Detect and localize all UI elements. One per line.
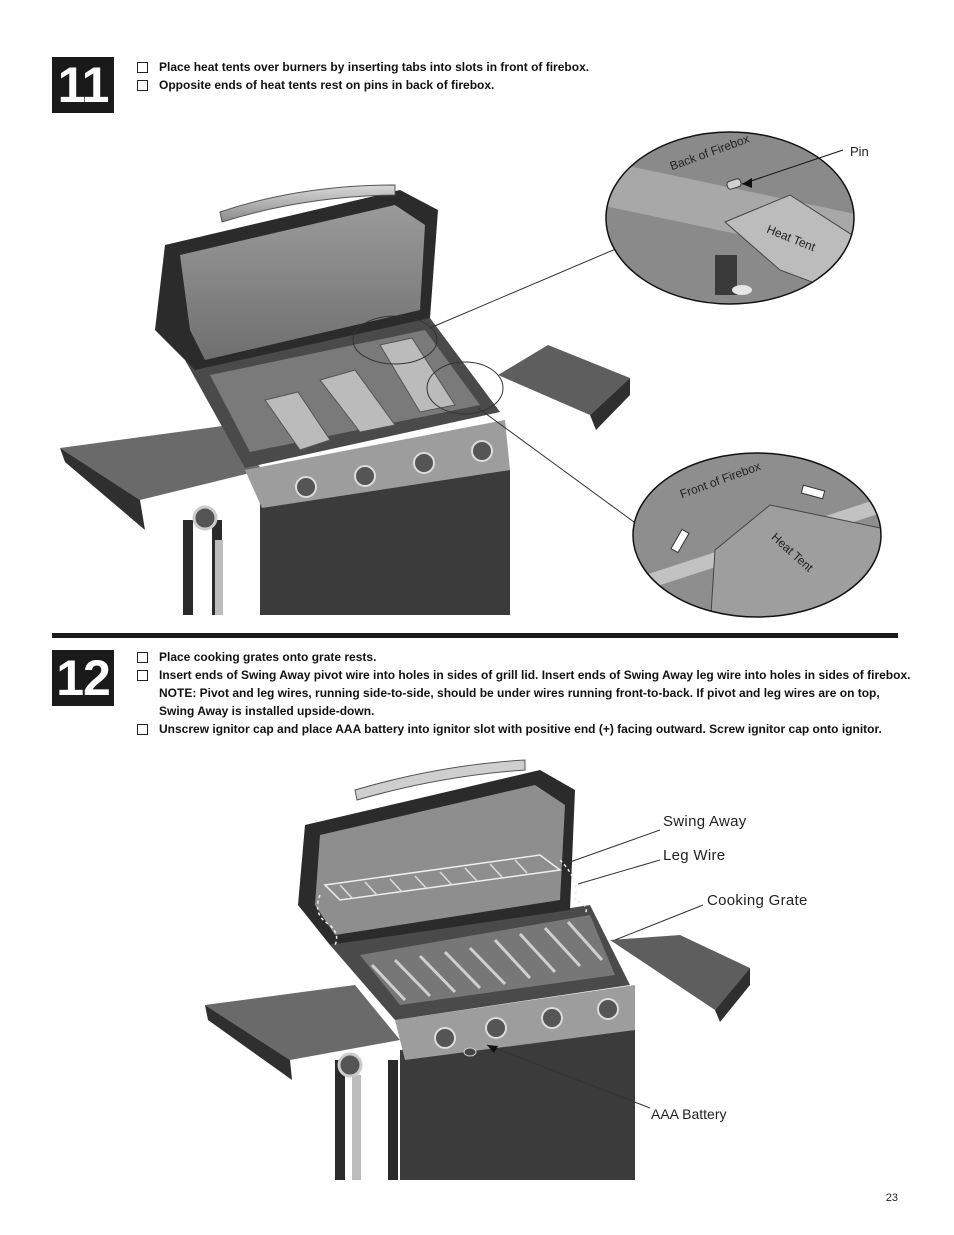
step-12-instructions: Place cooking grates onto grate rests. I… [137,648,917,738]
pin-label: Pin [850,144,869,159]
leg-wire-label: Leg Wire [663,847,726,864]
lid-handle-icon [354,759,526,801]
step-11-item-1[interactable]: Place heat tents over burners by inserti… [137,58,877,76]
checkbox-icon[interactable] [137,670,148,681]
lid-handle-icon [219,184,396,223]
section-divider [52,633,898,638]
checkbox-icon[interactable] [137,724,148,735]
checkbox-icon[interactable] [137,80,148,91]
step-12-note-1: NOTE: Pivot and leg wires, running side-… [159,686,880,700]
step-11-illustration [60,131,882,618]
step-12-item-1[interactable]: Place cooking grates onto grate rests. [137,648,917,666]
grill-cart-icon [400,1030,635,1180]
battery-slot-icon [463,1047,477,1057]
aaa-battery-label: AAA Battery [651,1106,727,1122]
swing-away-rack-icon [323,854,562,901]
step-12-item-2[interactable]: Insert ends of Swing Away pivot wire int… [137,666,917,684]
cooking-grate-label: Cooking Grate [707,892,808,909]
checkbox-icon[interactable] [137,652,148,663]
step-11-item-2[interactable]: Opposite ends of heat tents rest on pins… [137,76,877,94]
step-12-badge: 12 [52,650,114,706]
checkbox-icon[interactable] [137,62,148,73]
step-12-item-3[interactable]: Unscrew ignitor cap and place AAA batter… [137,720,917,738]
step-12-note-2: Swing Away is installed upside-down. [159,704,375,718]
cooking-grate-icon [370,920,604,1002]
step-11-instructions: Place heat tents over burners by inserti… [137,58,877,94]
step-11-badge: 11 [52,57,114,113]
grill-cart-icon [260,470,510,615]
page-number: 23 [885,1192,898,1204]
swing-away-label: Swing Away [663,813,747,830]
